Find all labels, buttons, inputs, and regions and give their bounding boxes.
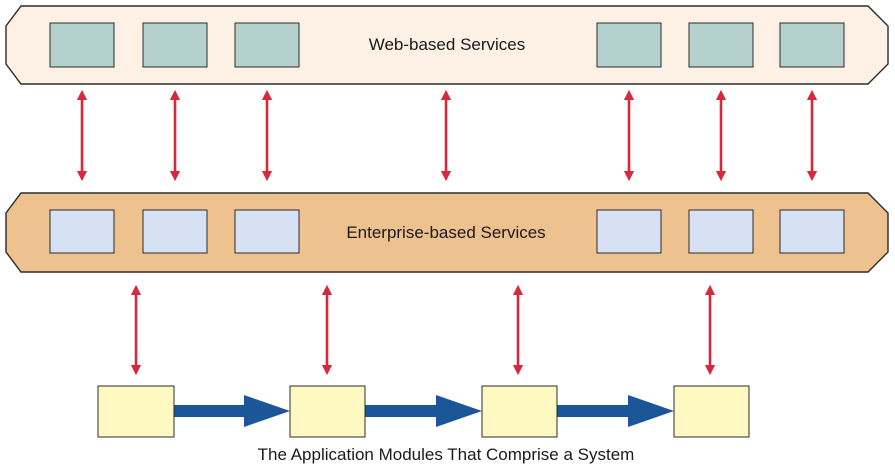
web-services-label: Web-based Services — [369, 35, 526, 54]
web-service-box — [779, 22, 845, 68]
application-module — [289, 385, 366, 438]
enterprise-service-box — [234, 209, 300, 254]
application-modules-caption: The Application Modules That Comprise a … — [258, 445, 635, 464]
application-modules: The Application Modules That Comprise a … — [97, 385, 750, 464]
web-services-band — [5, 5, 889, 85]
web-service-box — [49, 22, 115, 68]
enterprise-services-label: Enterprise-based Services — [346, 223, 545, 242]
enterprise-services-layer: Enterprise-based Services — [5, 192, 889, 273]
enterprise-service-box — [142, 209, 208, 254]
web-service-box — [688, 22, 754, 68]
enterprise-service-box — [596, 209, 662, 254]
web-services-layer: Web-based Services — [5, 5, 889, 85]
web-service-box — [142, 22, 208, 68]
enterprise-service-box — [49, 209, 115, 254]
application-module — [673, 385, 750, 438]
web-service-box — [596, 22, 662, 68]
enterprise-service-box — [779, 209, 845, 254]
enterprise-module-links — [130, 284, 716, 376]
flow-arrow — [365, 395, 482, 427]
web-enterprise-links — [76, 89, 818, 182]
application-module — [97, 385, 175, 438]
enterprise-services-band — [5, 192, 889, 273]
enterprise-service-box — [688, 209, 754, 254]
flow-arrow — [174, 395, 290, 427]
flow-arrow — [557, 395, 674, 427]
web-service-box — [234, 22, 300, 68]
application-module — [481, 385, 558, 438]
